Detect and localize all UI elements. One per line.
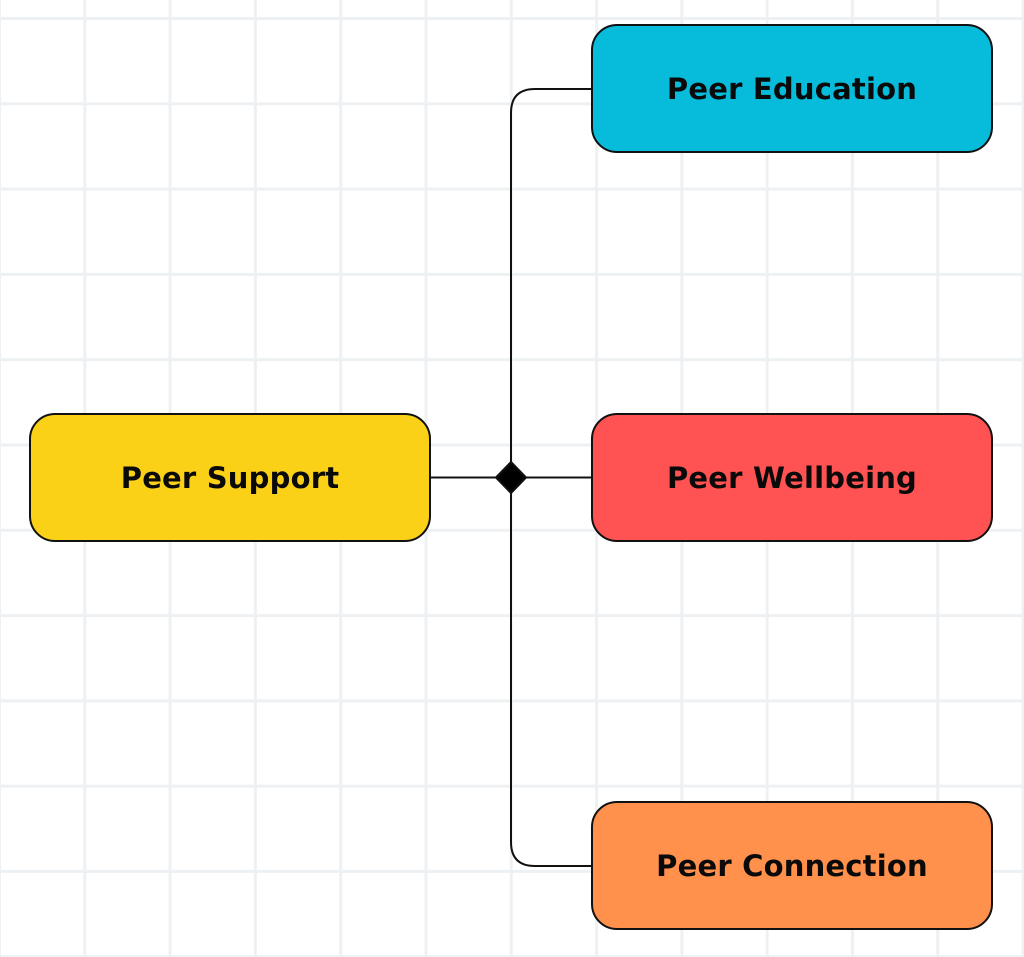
node-peer-support[interactable]: Peer Support	[29, 413, 431, 542]
node-label: Peer Support	[120, 460, 340, 495]
connector-to-peer-education	[510, 88, 591, 478]
junction-diamond-icon	[495, 461, 527, 494]
node-peer-wellbeing[interactable]: Peer Wellbeing	[591, 413, 993, 542]
node-label: Peer Connection	[656, 848, 928, 883]
node-peer-education[interactable]: Peer Education	[591, 24, 993, 153]
node-label: Peer Wellbeing	[666, 460, 918, 495]
node-peer-connection[interactable]: Peer Connection	[591, 801, 993, 930]
node-label: Peer Education	[666, 71, 918, 106]
connector-to-peer-connection	[510, 477, 591, 867]
